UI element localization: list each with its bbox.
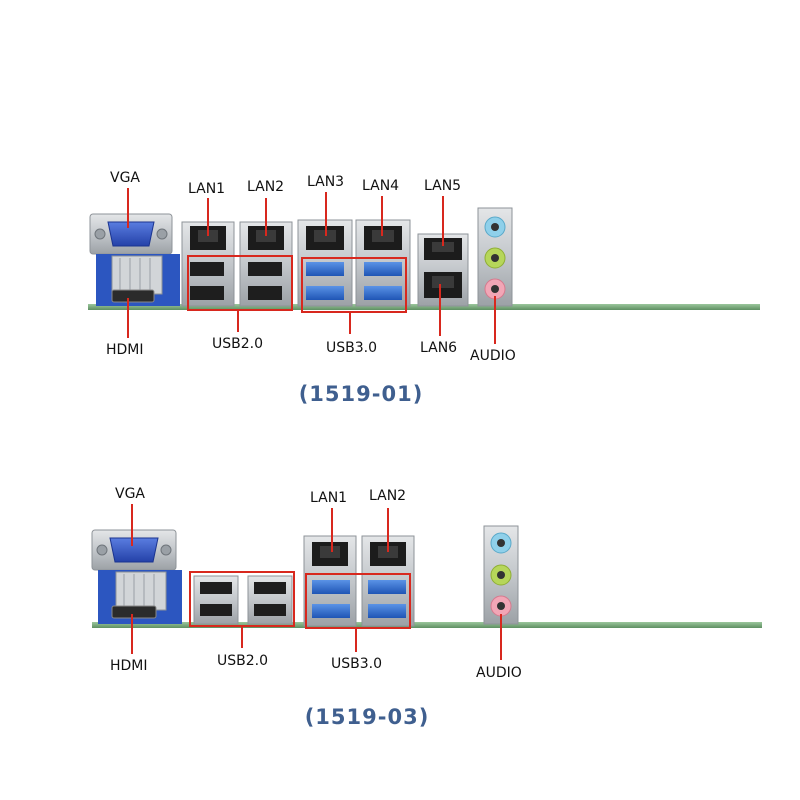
label-lan4: LAN4 [362,178,399,194]
pcb-edge [88,304,760,310]
usb2-stack-left [193,575,239,625]
label-vga: VGA [110,170,140,186]
vga-connector [89,213,173,255]
panel-title: (1519-03) [305,705,430,729]
panel-title: (1519-01) [299,382,424,406]
label-lan1: LAN1 [310,490,347,506]
audio-jacks [477,207,513,307]
usb2-stack-right [247,575,293,625]
lan2-usb3-stack [361,535,415,627]
label-usb3: USB3.0 [331,656,382,672]
panel-1519-01: VGA HDMI LAN1 LAN2 LAN3 LAN4 LAN5 USB2.0… [88,170,760,406]
lan4-usb3-stack [355,219,411,307]
label-audio: AUDIO [476,665,522,681]
label-lan5: LAN5 [424,178,461,194]
vga-connector [91,529,177,571]
panel-1519-03: VGA HDMI LAN1 LAN2 USB2.0 USB3.0 AUDIO (… [91,486,762,729]
label-usb2: USB2.0 [212,336,263,352]
label-usb2: USB2.0 [217,653,268,669]
pcb-edge [92,622,762,628]
usb2-callout-box [187,255,293,311]
label-lan2: LAN2 [369,488,406,504]
label-lan6: LAN6 [420,340,457,356]
audio-jacks [483,525,519,625]
lan5-lan6-stack [417,233,469,307]
hdmi-connector [111,571,167,619]
hdmi-connector [111,255,163,303]
label-audio: AUDIO [470,348,516,364]
label-usb3: USB3.0 [326,340,377,356]
lan1-usb3-stack [303,535,357,627]
label-lan1: LAN1 [188,181,225,197]
label-lan3: LAN3 [307,174,344,190]
usb3-callout-box [301,257,407,313]
usb3-callout-box [305,573,411,629]
label-hdmi: HDMI [106,342,144,358]
label-vga: VGA [115,486,145,502]
lan1-usb2-stack [181,221,235,307]
label-lan2: LAN2 [247,179,284,195]
label-hdmi: HDMI [110,658,148,674]
